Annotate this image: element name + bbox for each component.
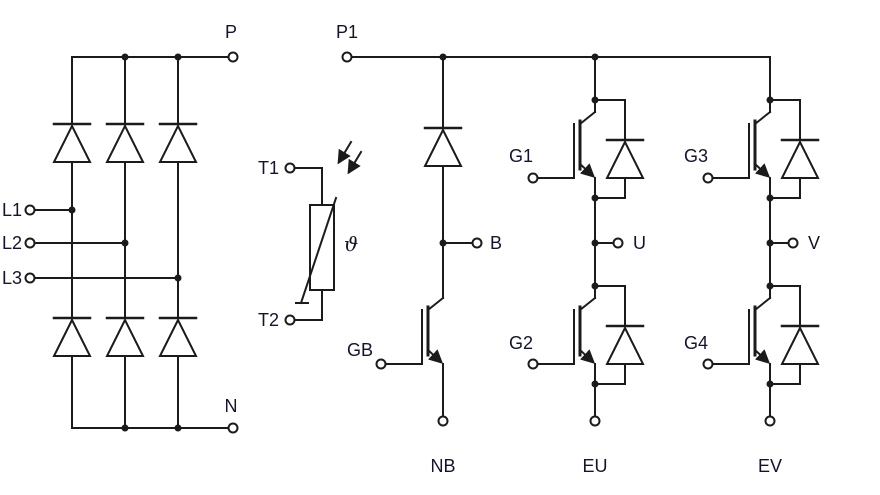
label-p1: P1 xyxy=(336,22,358,42)
label-l2: L2 xyxy=(2,233,22,253)
terminal-l1 xyxy=(24,204,36,216)
label-g4: G4 xyxy=(684,333,708,353)
label-v: V xyxy=(808,233,820,253)
temperature-arrow-icon xyxy=(337,140,353,165)
junction-dot xyxy=(174,53,182,61)
rectifier-diode xyxy=(158,316,198,358)
igbt-g2 xyxy=(529,243,596,369)
dc-bus-p1: P1 xyxy=(336,22,771,63)
terminal-t2 xyxy=(284,314,296,326)
freewheel-diode-g3 xyxy=(765,95,820,203)
freewheel-diode-g1 xyxy=(590,95,645,203)
rectifier-diode xyxy=(158,122,198,164)
label-t1: T1 xyxy=(258,158,279,178)
label-l3: L3 xyxy=(2,268,22,288)
terminal-nb xyxy=(437,415,449,427)
label-l1: L1 xyxy=(2,200,22,220)
terminal-b xyxy=(471,237,483,249)
label-g2: G2 xyxy=(509,333,533,353)
half-bridge-u: G1 G2 U EU xyxy=(509,57,646,476)
igbt-g1 xyxy=(529,57,596,183)
label-g1: G1 xyxy=(509,146,533,166)
igbt-brake xyxy=(377,243,444,369)
rectifier-diode xyxy=(105,316,145,358)
label-ev: EV xyxy=(758,456,782,476)
half-bridge-v: G3 G4 V EV xyxy=(684,57,820,476)
label-eu: EU xyxy=(582,456,607,476)
junction-dot xyxy=(174,274,182,282)
label-theta: ϑ xyxy=(344,232,358,256)
terminal-v xyxy=(787,237,799,249)
label-gb: GB xyxy=(347,340,373,360)
igbt-g4 xyxy=(704,243,771,369)
label-g3: G3 xyxy=(684,146,708,166)
brake-diode xyxy=(423,126,463,168)
junction-dot xyxy=(68,206,76,214)
terminal-l2 xyxy=(24,237,36,249)
terminal-u xyxy=(612,237,624,249)
terminal-p xyxy=(227,51,239,63)
junction-dot xyxy=(121,424,129,432)
freewheel-diode-g2 xyxy=(590,281,645,389)
freewheel-diode-g4 xyxy=(765,281,820,389)
junction-dot xyxy=(174,424,182,432)
label-u: U xyxy=(633,233,646,253)
junction-dot xyxy=(121,239,129,247)
thermistor-diagonal xyxy=(299,196,338,305)
rectifier-diode xyxy=(105,122,145,164)
brake-chopper: B GB NB xyxy=(347,56,502,476)
terminal-n xyxy=(227,422,239,434)
rectifier-diode xyxy=(52,122,92,164)
temperature-arrow-icon xyxy=(347,150,363,175)
igbt-g3 xyxy=(704,57,771,183)
terminal-t1 xyxy=(284,162,296,174)
label-n: N xyxy=(225,396,238,416)
terminal-l3 xyxy=(24,272,36,284)
terminal-p1 xyxy=(341,51,353,63)
label-b: B xyxy=(490,233,502,253)
terminal-ev xyxy=(764,415,776,427)
terminal-eu xyxy=(589,415,601,427)
label-nb: NB xyxy=(430,456,455,476)
label-p: P xyxy=(225,22,237,42)
junction-dot xyxy=(121,53,129,61)
rectifier-diode xyxy=(52,316,92,358)
rectifier-bridge: P N L1 L2 L3 xyxy=(2,22,239,434)
label-t2: T2 xyxy=(258,310,279,330)
thermistor: T1 T2 ϑ xyxy=(258,140,363,330)
